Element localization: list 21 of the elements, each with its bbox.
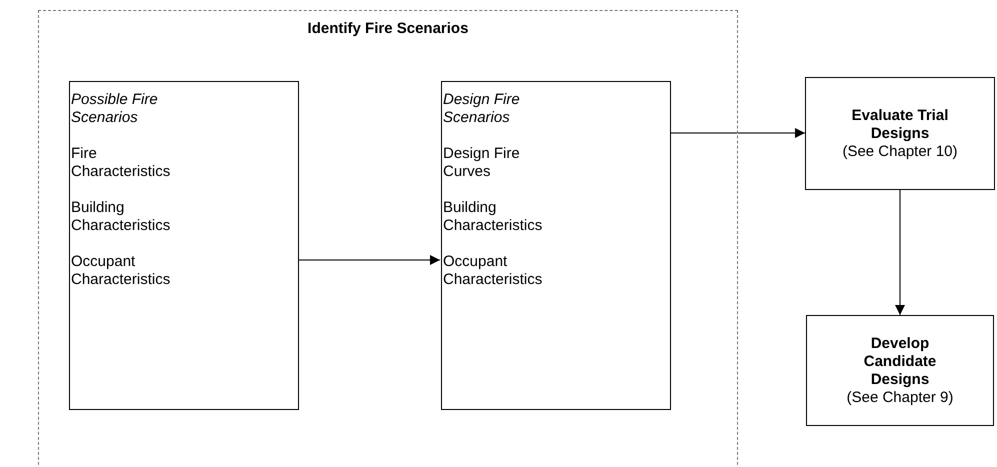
box-item: Occupant Characteristics bbox=[71, 253, 172, 289]
arrow bbox=[670, 128, 806, 138]
arrow bbox=[298, 255, 440, 265]
process-box bbox=[806, 315, 994, 426]
step-title: Develop Candidate Designs bbox=[862, 334, 938, 388]
step-title: Evaluate Trial Designs bbox=[850, 106, 950, 142]
dashed-group-frame bbox=[38, 10, 738, 467]
box-item: Design Fire Curves bbox=[443, 145, 521, 181]
box-item: Building Characteristics bbox=[71, 199, 172, 235]
box-item: Occupant Characteristics bbox=[443, 253, 544, 289]
chapter-reference: (See Chapter 10) bbox=[842, 142, 958, 160]
box-item: Fire Characteristics bbox=[71, 145, 172, 181]
box-heading: Possible Fire Scenarios bbox=[71, 91, 159, 127]
process-box bbox=[441, 81, 671, 410]
chapter-reference: (See Chapter 9) bbox=[846, 388, 954, 406]
arrow bbox=[895, 190, 905, 316]
group-title: Identify Fire Scenarios bbox=[306, 20, 470, 38]
process-box bbox=[69, 81, 299, 410]
process-box bbox=[805, 77, 995, 190]
box-heading: Design Fire Scenarios bbox=[443, 91, 521, 127]
box-item: Building Characteristics bbox=[443, 199, 544, 235]
